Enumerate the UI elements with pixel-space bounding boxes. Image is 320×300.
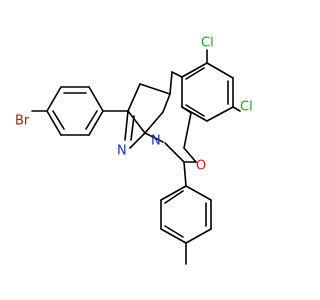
bond xyxy=(185,67,205,80)
bond xyxy=(88,110,104,136)
bond xyxy=(124,110,129,141)
bond xyxy=(160,228,187,244)
bond xyxy=(162,93,171,113)
chlorine-atom-right: Cl xyxy=(240,100,253,115)
bromine-atom: Br xyxy=(15,114,30,129)
nitrogen-atom-ring: N xyxy=(151,134,161,149)
bond xyxy=(52,110,65,130)
bond xyxy=(206,106,234,122)
bond xyxy=(164,225,184,238)
bond xyxy=(139,83,171,95)
bond xyxy=(88,86,104,112)
bond xyxy=(160,185,187,201)
molecule-canvas: Cl Cl Br N N O xyxy=(15,35,253,265)
bond xyxy=(206,62,234,79)
bond xyxy=(183,147,197,163)
bond xyxy=(169,71,173,95)
bond xyxy=(183,161,187,187)
bond xyxy=(164,142,185,163)
bond xyxy=(129,132,146,149)
bond xyxy=(232,106,241,112)
bond xyxy=(127,110,146,134)
bond xyxy=(85,110,98,130)
bond xyxy=(164,190,184,204)
bond xyxy=(144,132,164,143)
atom-labels: Cl Cl Br N N O xyxy=(15,36,253,174)
bond xyxy=(130,115,135,141)
oxygen-atom: O xyxy=(196,159,206,174)
bond xyxy=(127,83,141,112)
bond xyxy=(183,112,192,149)
bond xyxy=(185,228,212,244)
bond xyxy=(185,185,212,201)
molecule-structure: Cl Cl Br N N O xyxy=(15,36,253,265)
bond xyxy=(171,71,183,78)
bond xyxy=(144,111,164,134)
bond xyxy=(185,104,205,117)
bonds xyxy=(31,49,241,265)
chlorine-atom-top: Cl xyxy=(201,36,214,51)
bond xyxy=(46,86,62,112)
nitrogen-atom-imine: N xyxy=(117,144,127,159)
bond xyxy=(181,62,208,78)
bond xyxy=(181,106,192,114)
bond xyxy=(46,110,62,136)
